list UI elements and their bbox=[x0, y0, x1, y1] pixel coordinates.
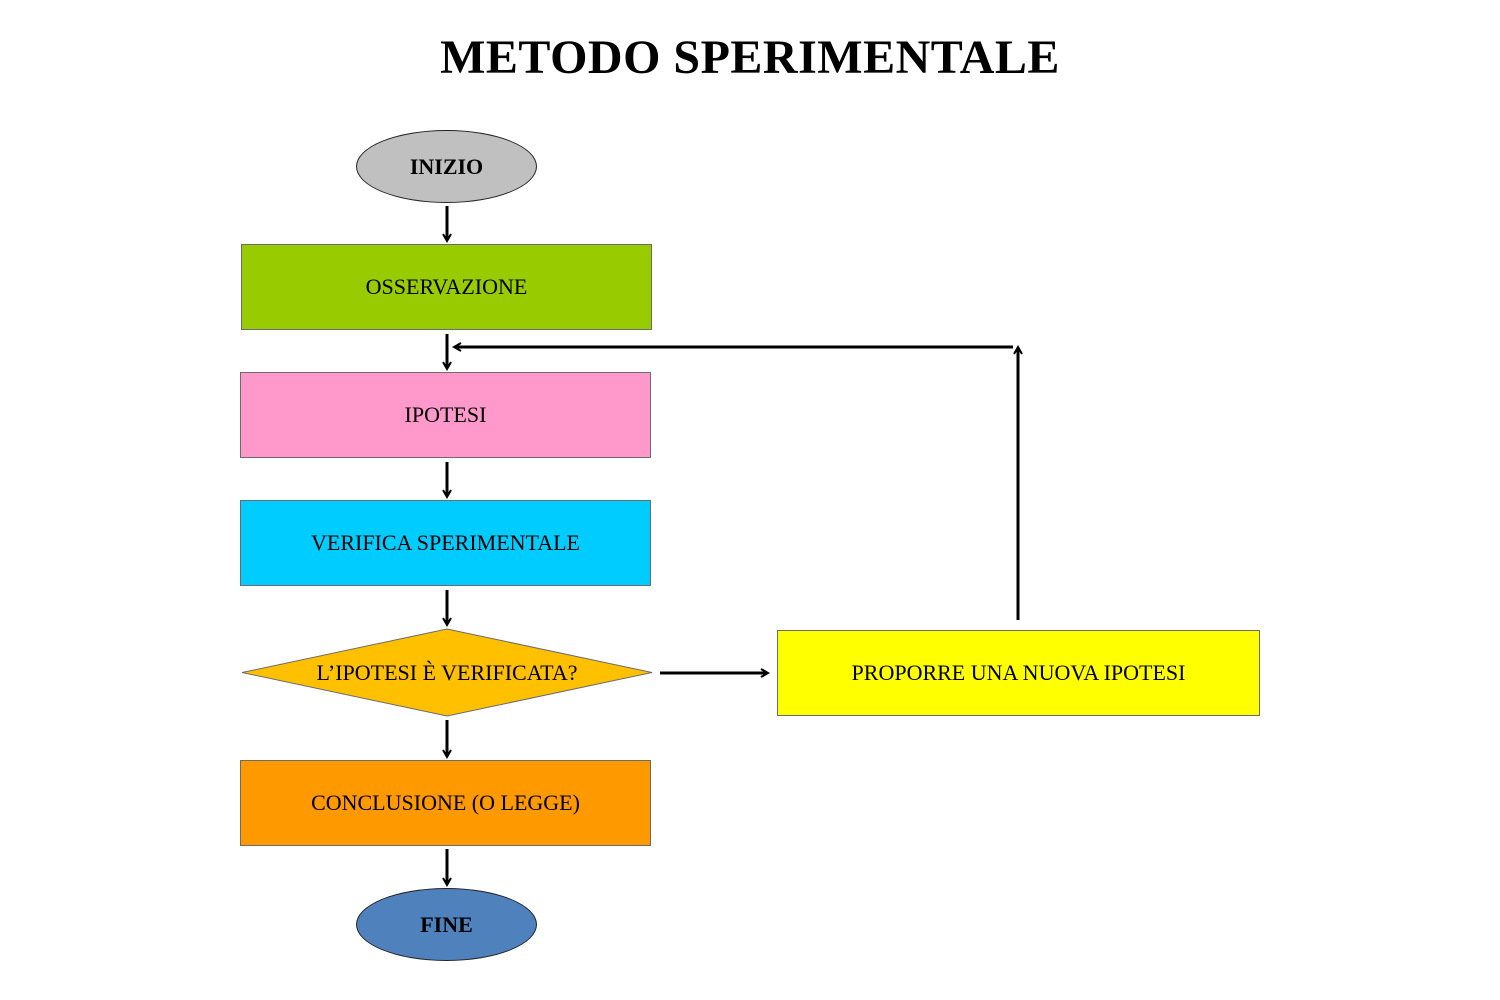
end-node-label: FINE bbox=[420, 911, 473, 937]
observation-node: OSSERVAZIONE bbox=[241, 244, 652, 330]
verification-node-label: VERIFICA SPERIMENTALE bbox=[311, 530, 580, 555]
verification-node: VERIFICA SPERIMENTALE bbox=[240, 500, 651, 586]
conclusion-node: CONCLUSIONE (O LEGGE) bbox=[240, 760, 651, 846]
start-node: INIZIO bbox=[356, 130, 537, 203]
hypothesis-node-label: IPOTESI bbox=[404, 402, 487, 427]
end-node: FINE bbox=[356, 888, 537, 961]
decision-node: L’IPOTESI È VERIFICATA? bbox=[241, 628, 653, 717]
decision-node-label: L’IPOTESI È VERIFICATA? bbox=[316, 659, 578, 685]
decision-diamond-shape bbox=[241, 628, 653, 717]
observation-node-label: OSSERVAZIONE bbox=[365, 274, 528, 299]
start-node-label: INIZIO bbox=[409, 153, 484, 179]
diagram-title: METODO SPERIMENTALE bbox=[440, 31, 1060, 84]
hypothesis-node: IPOTESI bbox=[240, 372, 651, 458]
conclusion-node-label: CONCLUSIONE (O LEGGE) bbox=[311, 790, 580, 815]
new-hypothesis-node-label: PROPORRE UNA NUOVA IPOTESI bbox=[851, 660, 1186, 685]
new-hypothesis-node: PROPORRE UNA NUOVA IPOTESI bbox=[777, 630, 1260, 716]
